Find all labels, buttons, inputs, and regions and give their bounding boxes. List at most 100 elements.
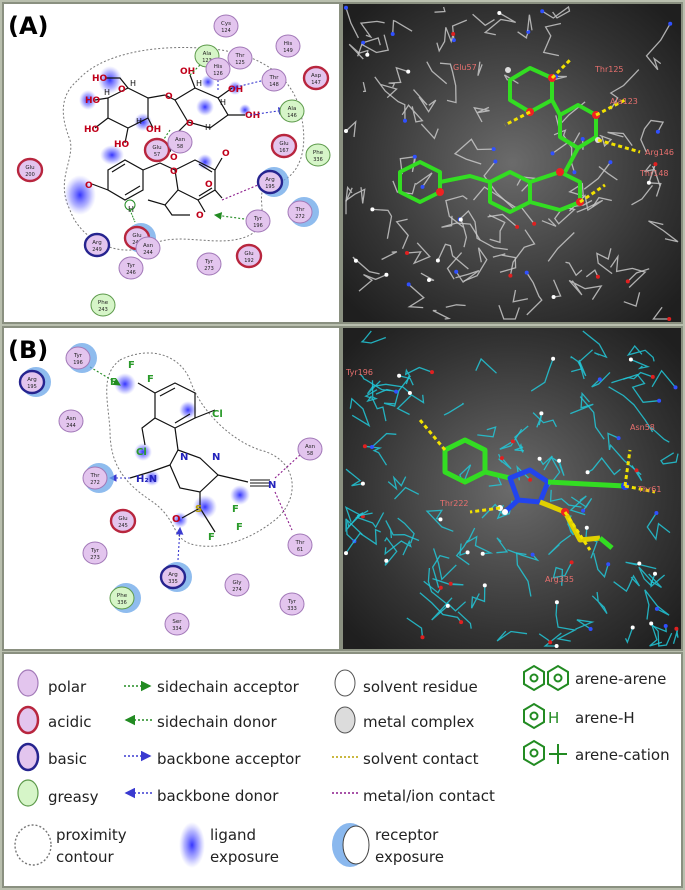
residue-bubble [82, 466, 108, 490]
residue-bubble [302, 65, 330, 91]
residue-name: Asn [175, 137, 186, 143]
residue-bubble [196, 252, 222, 276]
residue-bubble [205, 57, 231, 81]
legend-arene-h: arene-H [575, 709, 635, 727]
atom-label: H [130, 79, 136, 88]
atom-labels-a: HO HO HO HO OH OH OH OH [84, 67, 260, 150]
atom-label: N [268, 480, 276, 491]
residue-number: 195 [265, 184, 275, 190]
residue-name: Thr [294, 207, 305, 213]
legend-residue-types: polar acidic basic greasy [16, 669, 99, 807]
residue-bubble [118, 256, 144, 280]
residue-name: Glu [279, 141, 288, 147]
residue-name: Thr [89, 473, 100, 479]
residue-number: 124 [221, 28, 231, 34]
atom-label: OH [146, 125, 161, 135]
residue-number: 336 [313, 157, 323, 163]
residue-bubble [305, 143, 331, 167]
legend-ligand-line2: exposure [210, 848, 279, 866]
residue-thr-125: Thr125 [227, 46, 253, 70]
legend-ligand-line1: ligand [210, 826, 256, 844]
atom-label: F [147, 374, 154, 385]
residue-number: 244 [66, 423, 76, 429]
residue-asn-58: Asn58 [297, 437, 323, 461]
residue-number: 146 [287, 113, 297, 119]
residue-name: Glu [152, 145, 161, 151]
legend-metal-complex: metal complex [363, 713, 475, 731]
residue-number: 58 [307, 451, 313, 457]
atom-label: F [232, 504, 239, 515]
residue-thr-61: Thr61 [287, 533, 313, 557]
residue-label-3d: Thr125 [594, 65, 624, 74]
residue-name: Tyr [204, 259, 214, 265]
residue-thr-148: Thr148 [261, 68, 287, 92]
residue-number: 333 [287, 606, 297, 612]
atom-label: O [172, 514, 181, 525]
residue-bubble [109, 586, 135, 610]
residue-label-3d: Thr222 [439, 499, 469, 508]
residue-bubble [235, 243, 263, 269]
atom-label: O [196, 211, 204, 221]
arene-h-marker-a [124, 199, 136, 223]
residue-name: Arg [265, 177, 274, 183]
residue-bubble [279, 592, 305, 616]
residue-name: Ala [203, 51, 212, 57]
legend-receptor-exposure: receptor exposure [332, 823, 444, 867]
legend-proximity-line1: proximity [56, 826, 127, 844]
residues-b: Tyr196Arg195Asn244Thr272Glu245Tyr273Arg3… [18, 343, 323, 636]
residue-name: Asn [143, 243, 154, 249]
panel-b-2d-diagram: (B) F [2, 326, 341, 651]
residue-name: Phe [117, 593, 128, 599]
residue-bubble [90, 293, 116, 317]
residue-number: 57 [154, 152, 160, 158]
residue-bubble [287, 200, 313, 224]
legend-proximity-contour: proximity contour [14, 824, 127, 866]
residue-bubble [297, 437, 323, 461]
residue-number: 272 [90, 480, 100, 486]
atom-label: F [208, 532, 215, 543]
legend-solvent-residue: solvent residue [363, 678, 478, 696]
residue-tyr-196: Tyr196 [245, 209, 271, 233]
residue-name: Phe [98, 300, 109, 306]
legend-proximity-line2: contour [56, 848, 114, 866]
atom-label: Cl [136, 447, 147, 458]
legend-basic: basic [48, 750, 87, 768]
atom-label: O [170, 153, 178, 163]
residue-number: 245 [118, 523, 128, 529]
legend-backbone-acceptor: backbone acceptor [157, 750, 301, 768]
legend-sidechain-donor: sidechain donor [157, 713, 278, 731]
residue-bubble [82, 541, 108, 565]
residue-number: 273 [204, 266, 214, 272]
residue-number: 61 [297, 547, 303, 553]
residue-number: 196 [253, 223, 263, 229]
residue-labels-3d-a: Glu57 Ala123 Arg146 Thr148 Thr125 [453, 63, 674, 178]
legend: polar acidic basic greasy sidechain acce… [2, 652, 683, 888]
atom-label: F [128, 360, 135, 371]
residue-number: 200 [25, 172, 35, 178]
residue-number: 243 [98, 307, 108, 313]
residue-name: Tyr [126, 263, 136, 269]
residue-name: Ser [172, 619, 182, 625]
atom-label: O [165, 92, 173, 102]
residue-labels-3d-b: Tyr196 Asn58 Thr222 Thr61 Arg335 [345, 368, 661, 584]
residue-name: Arg [92, 240, 101, 246]
legend-ligand-exposure: ligand exposure [179, 822, 279, 868]
atom-label: Cl [212, 409, 223, 420]
atom-label: O [205, 180, 213, 190]
residue-number: 123 [202, 58, 212, 64]
protein-wireframe-b [344, 330, 679, 648]
residue-name: His [284, 41, 293, 47]
residue-asn-58: Asn58 [167, 130, 193, 154]
atom-label: O [85, 181, 93, 191]
